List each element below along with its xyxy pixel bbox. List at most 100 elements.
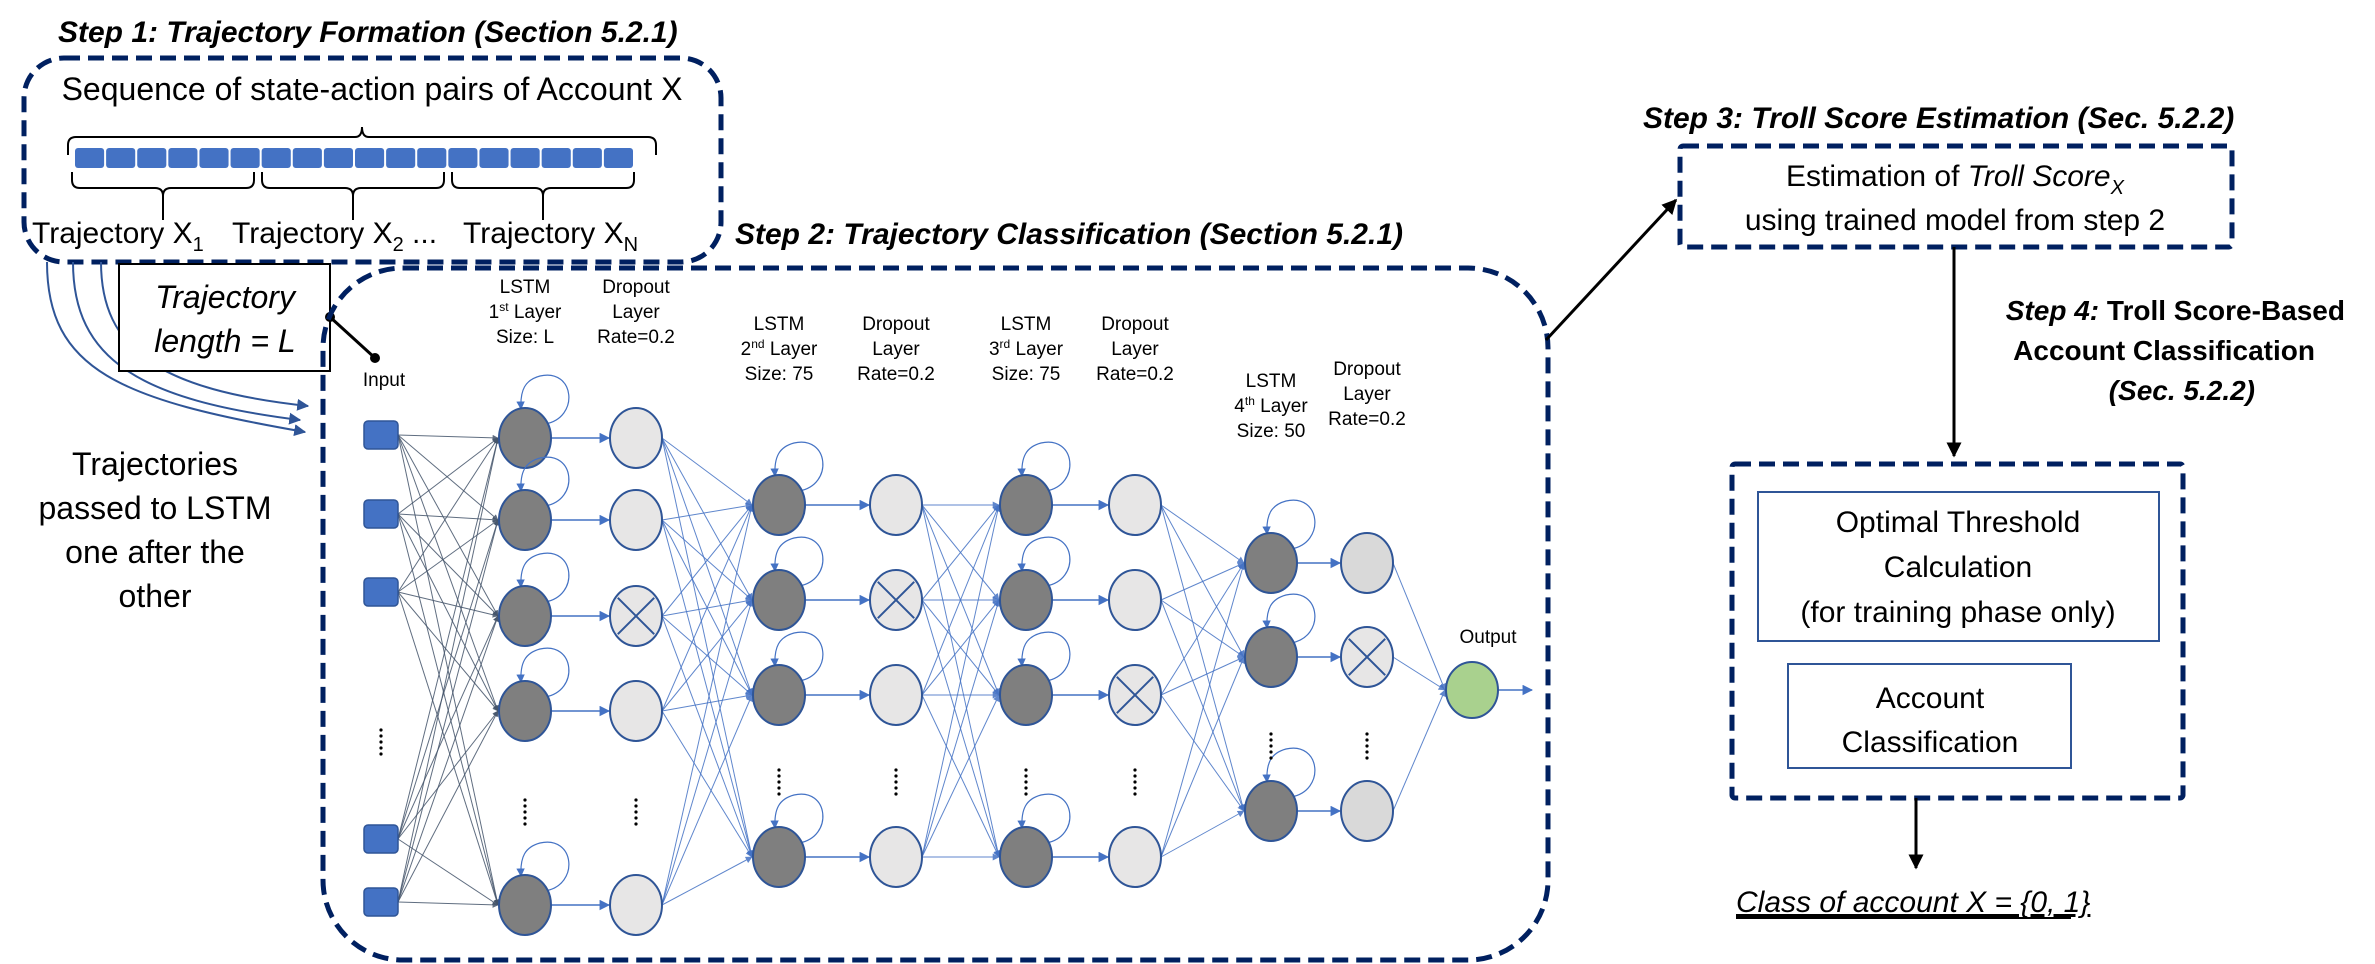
ellipsis-icon [1133, 768, 1137, 772]
connection-edge [661, 694, 753, 906]
svg-text:Rate=0.2: Rate=0.2 [597, 327, 675, 348]
trajectory-label-n: Trajectory XN [463, 217, 638, 256]
output-node [1445, 661, 1499, 719]
svg-text:1st Layer: 1st Layer [489, 300, 562, 323]
trajectory-flow-arrow-1 [46, 261, 307, 437]
dropout-node [869, 826, 923, 888]
sequence-brace [67, 126, 657, 155]
connection-edge [661, 504, 753, 617]
ellipsis-icon [894, 774, 898, 778]
ellipsis-icon [1365, 732, 1369, 736]
svg-text:Layer: Layer [1343, 384, 1391, 405]
svg-text:2nd Layer: 2nd Layer [741, 337, 818, 360]
ellipsis-icon [777, 780, 781, 784]
input-node [363, 577, 399, 607]
dropout-node [1340, 532, 1394, 594]
ellipsis-icon [1365, 744, 1369, 748]
svg-text:Account Classification: Account Classification [2013, 335, 2315, 366]
connection-edge [1160, 504, 1245, 564]
svg-text:3rd Layer: 3rd Layer [989, 337, 1064, 360]
svg-text:LSTM: LSTM [500, 277, 551, 298]
ellipsis-icon [1269, 732, 1273, 736]
svg-text:LSTM: LSTM [1246, 371, 1297, 392]
connection-edge [661, 504, 755, 906]
state-action-cell [106, 148, 136, 168]
state-action-cell [230, 148, 260, 168]
ellipsis-icon [523, 822, 527, 826]
connection-edge [661, 502, 753, 521]
account-classification-box [1787, 663, 2072, 769]
lstm-node [752, 474, 806, 536]
state-action-cell [323, 148, 353, 168]
lstm-node [999, 474, 1053, 536]
ellipsis-icon [777, 768, 781, 772]
recurrent-loop-icon [516, 841, 570, 892]
ellipsis-icon [1024, 768, 1028, 772]
connection-edge [921, 504, 1000, 696]
connection-edge [397, 437, 500, 903]
recurrent-loop-icon [1017, 441, 1071, 492]
ellipsis-icon [379, 728, 383, 732]
svg-text:one after the: one after the [65, 534, 245, 570]
ellipsis-icon [1133, 780, 1137, 784]
state-action-cell [137, 148, 167, 168]
svg-text:Size: 75: Size: 75 [992, 364, 1061, 385]
ellipsis-icon [1024, 792, 1028, 796]
step3-box [1677, 143, 2235, 250]
lstm-node [498, 585, 552, 647]
recurrent-loop-icon [516, 374, 570, 425]
svg-text:LSTM: LSTM [1001, 314, 1052, 335]
connection-edge [397, 710, 499, 840]
classification-line2: Classification [1842, 726, 2019, 759]
connection-edge [1160, 562, 1245, 601]
step1-title: Step 1: Trajectory Formation (Section 5.… [58, 16, 678, 49]
lstm-node [999, 664, 1053, 726]
svg-text:Rate=0.2: Rate=0.2 [1328, 409, 1406, 430]
threshold-line2: Calculation [1884, 551, 2032, 584]
ellipsis-icon [634, 810, 638, 814]
recurrent-loop-icon [1017, 536, 1071, 587]
connection-edge [397, 838, 499, 906]
ellipsis-icon [1269, 750, 1273, 754]
svg-text:Size: 50: Size: 50 [1237, 421, 1306, 442]
connection-edge [661, 519, 754, 858]
trajectory-brace-n [451, 172, 635, 197]
connection-edge [397, 901, 499, 908]
ellipsis-icon [1024, 780, 1028, 784]
connection-edge [661, 599, 754, 906]
ellipsis-icon [1133, 792, 1137, 796]
ellipsis-icon [1365, 738, 1369, 742]
svg-text:4th Layer: 4th Layer [1234, 394, 1308, 417]
side-note: Trajectories passed to LSTM one after th… [39, 446, 272, 614]
threshold-box [1757, 491, 2160, 642]
ellipsis-icon [777, 792, 781, 796]
state-action-cell [355, 148, 385, 168]
dropout-node [1108, 569, 1162, 631]
connection-edge [397, 591, 500, 906]
dropout-node [1108, 474, 1162, 536]
connection-edge [397, 615, 499, 840]
connection-edge [1392, 562, 1446, 691]
lstm-node [999, 569, 1053, 631]
state-action-cell [572, 148, 602, 168]
threshold-line1: Optimal Threshold [1836, 506, 2081, 539]
ellipsis-icon [1024, 774, 1028, 778]
connection-edge [1160, 599, 1245, 812]
svg-text:Size: 75: Size: 75 [745, 364, 814, 385]
connection-edge [921, 599, 1001, 858]
state-action-cell [292, 148, 322, 168]
svg-text:Layer: Layer [1111, 339, 1159, 360]
connection-edge [921, 504, 1002, 858]
connection-edge [397, 615, 500, 903]
state-action-cell [168, 148, 198, 168]
connection-edge [397, 519, 500, 903]
ellipsis-icon [634, 816, 638, 820]
sequence-label: Sequence of state-action pairs of Accoun… [62, 71, 683, 107]
connection-edge [397, 591, 499, 712]
state-action-cell [417, 148, 447, 168]
connection-edge [921, 599, 1000, 696]
connection-edge [661, 504, 753, 712]
lstm-node [752, 664, 806, 726]
